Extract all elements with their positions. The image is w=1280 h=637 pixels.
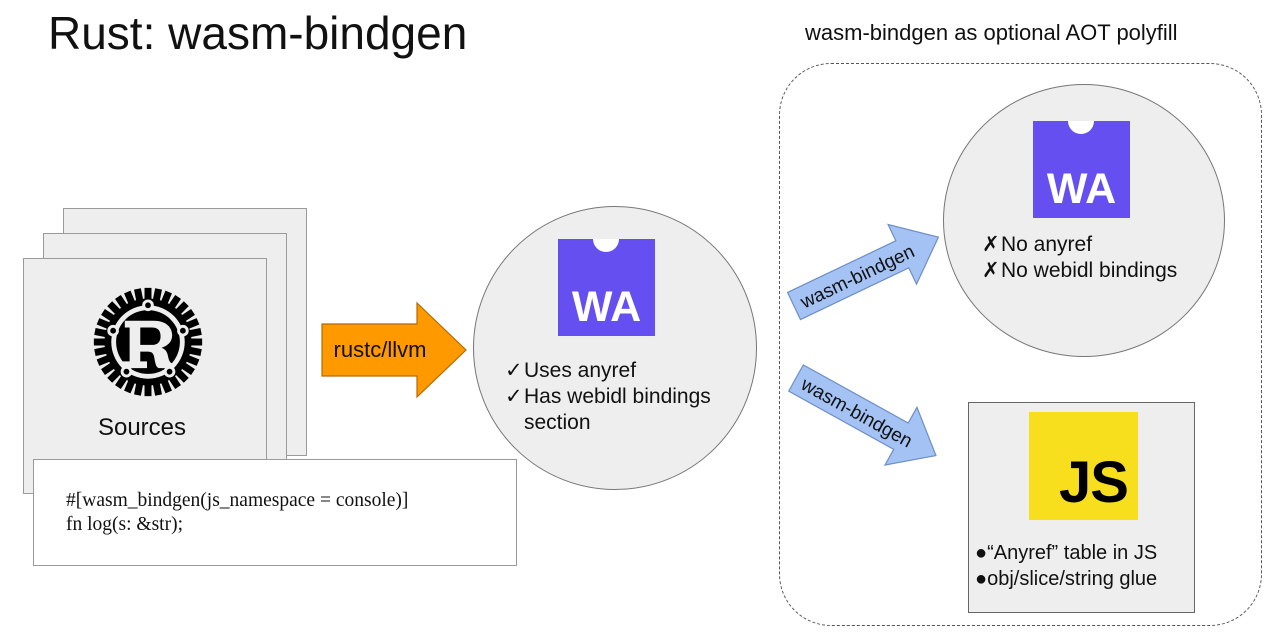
bullet-icon: ●: [975, 542, 988, 564]
list-item: ✗ No webidl bindings: [982, 258, 1177, 284]
polyfill-js-features: ● “Anyref” table in JS ● obj/slice/strin…: [975, 540, 1157, 592]
compile-arrow-label: rustc/llvm: [333, 337, 427, 362]
list-item: ✓ Uses anyref: [505, 358, 711, 384]
feature-text-continuation: section: [524, 411, 591, 434]
check-icon: ✓: [505, 385, 523, 408]
check-icon: ✓: [505, 359, 523, 382]
feature-text: obj/slice/string glue: [987, 568, 1158, 590]
list-item: ● obj/slice/string glue: [975, 566, 1157, 592]
sources-label: Sources: [97, 414, 187, 441]
list-item: ● “Anyref” table in JS: [975, 540, 1157, 566]
wasm-bindgen-arrow-label: wasm-bindgen: [796, 374, 915, 453]
javascript-logo-text: JS: [1059, 450, 1129, 515]
code-line: fn log(s: &str);: [66, 514, 183, 535]
code-line: #[wasm_bindgen(js_namespace = console)]: [66, 490, 409, 511]
polyfill-title: wasm-bindgen as optional AOT polyfill: [805, 20, 1178, 45]
webassembly-logo-icon: WA: [1033, 121, 1130, 218]
cross-icon: ✗: [982, 233, 1000, 256]
wasm-bindgen-arrow-label: wasm-bindgen: [797, 241, 918, 314]
wasm-bindgen-arrow-up: wasm-bindgen: [786, 223, 940, 321]
bullet-icon: ●: [975, 568, 988, 590]
wasm-bindgen-arrow-down: wasm-bindgen: [787, 364, 937, 466]
feature-text: Has webidl bindings: [524, 385, 711, 408]
compile-arrow: [321, 301, 467, 399]
rust-logo-icon: [93, 287, 203, 397]
feature-text: Uses anyref: [524, 359, 637, 382]
webassembly-logo-text: WA: [1046, 165, 1117, 213]
feature-text: “Anyref” table in JS: [987, 542, 1158, 564]
javascript-logo-icon: JS: [1029, 412, 1138, 520]
wasm-output-features: ✓ Uses anyref ✓ Has webidl bindings sect…: [505, 358, 711, 436]
feature-text: No webidl bindings: [1001, 259, 1178, 282]
list-item: ✗ No anyref: [982, 232, 1177, 258]
webassembly-logo-icon: WA: [558, 239, 655, 336]
list-item: ✓ Has webidl bindings: [505, 384, 711, 410]
webassembly-logo-text: WA: [571, 283, 642, 331]
cross-icon: ✗: [982, 259, 1000, 282]
page-title: Rust: wasm-bindgen: [48, 7, 468, 59]
polyfill-group: [779, 63, 1262, 626]
polyfill-wasm-features: ✗ No anyref ✗ No webidl bindings: [982, 232, 1177, 284]
code-snippet: #[wasm_bindgen(js_namespace = console)] …: [33, 459, 517, 566]
feature-text: No anyref: [1001, 233, 1093, 256]
